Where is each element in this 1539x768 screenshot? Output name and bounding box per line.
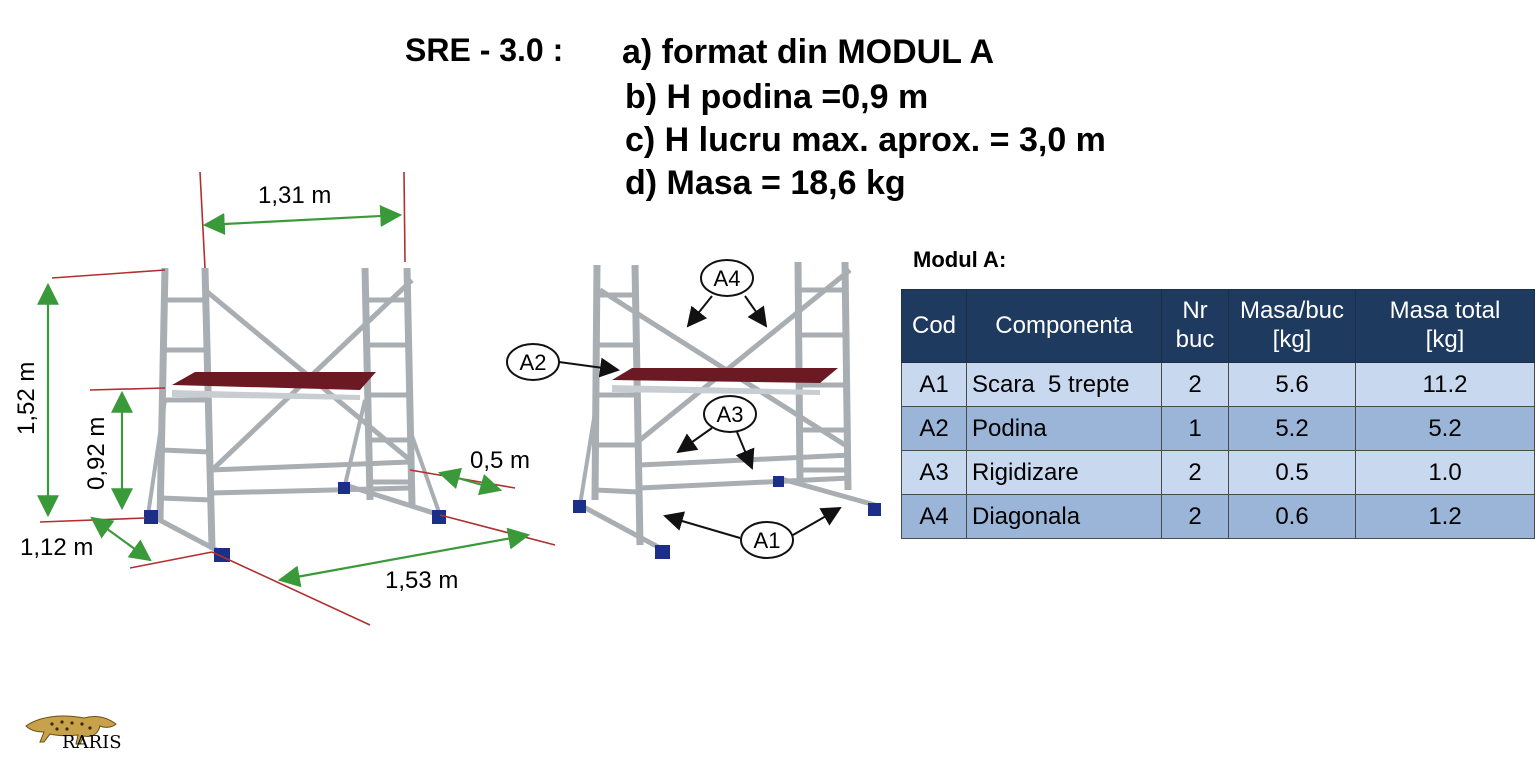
- table-row: A3 Rigidizare 2 0.5 1.0: [901, 450, 1535, 495]
- cell-nr: 2: [1161, 362, 1229, 407]
- platform-left: [172, 372, 376, 390]
- cell-masa-buc: 0.5: [1228, 450, 1356, 495]
- header-masa-buc: Masa/buc [kg]: [1228, 289, 1356, 363]
- callout-a4: A4: [714, 266, 741, 291]
- table-row: A2 Podina 1 5.2 5.2: [901, 406, 1535, 451]
- header-cod: Cod: [901, 289, 967, 363]
- cell-cod: A2: [901, 406, 967, 451]
- modul-title: Modul A:: [913, 247, 1007, 272]
- cell-nr: 2: [1161, 494, 1229, 539]
- cell-cod: A3: [901, 450, 967, 495]
- cell-componenta: Rigidizare: [966, 450, 1162, 495]
- cell-componenta: Diagonala: [966, 494, 1162, 539]
- scaffold-left-drawing: [146, 267, 442, 556]
- platform-right: [612, 368, 838, 383]
- table-header-row: Cod Componenta Nr buc Masa/buc [kg] Masa…: [901, 289, 1535, 363]
- cell-masa-buc: 5.6: [1228, 362, 1356, 407]
- cell-cod: A4: [901, 494, 967, 539]
- scaffold-diagram: 1,31 m 1,52 m 0,92 m 0,5 m 1,12 m 1,53 m: [13, 171, 881, 626]
- cell-cod: A1: [901, 362, 967, 407]
- spec-d: d) Masa = 18,6 kg: [625, 164, 906, 202]
- scaffold-right-drawing: [578, 261, 876, 551]
- leopard-icon: [25, 715, 117, 745]
- caster-wheels-left: [144, 482, 446, 562]
- cell-masa-total: 11.2: [1355, 362, 1535, 407]
- cell-componenta: Podina: [966, 406, 1162, 451]
- header-componenta: Componenta: [966, 289, 1162, 363]
- cell-componenta: Scara 5 trepte: [966, 362, 1162, 407]
- cell-nr: 1: [1161, 406, 1229, 451]
- cell-masa-buc: 0.6: [1228, 494, 1356, 539]
- cell-masa-total: 1.0: [1355, 450, 1535, 495]
- dim-depth-left: 1,12 m: [20, 534, 93, 561]
- table-row: A1 Scara 5 trepte 2 5.6 11.2: [901, 362, 1535, 407]
- header-nr-buc: Nr buc: [1161, 289, 1229, 363]
- header-masa-total: Masa total [kg]: [1355, 289, 1535, 363]
- cell-masa-total: 5.2: [1355, 406, 1535, 451]
- modul-table: Cod Componenta Nr buc Masa/buc [kg] Masa…: [901, 289, 1535, 539]
- callout-a1: A1: [754, 528, 781, 553]
- dim-height-platform: 0,92 m: [83, 417, 110, 490]
- cell-masa-total: 1.2: [1355, 494, 1535, 539]
- table-row: A4 Diagonala 2 0.6 1.2: [901, 494, 1535, 539]
- dim-depth-right: 0,5 m: [470, 447, 530, 474]
- logo-text: RARIS: [62, 732, 122, 753]
- model-title: SRE - 3.0 :: [405, 32, 564, 68]
- dimension-arrows: [37, 205, 531, 588]
- callout-a2: A2: [520, 350, 547, 375]
- cell-nr: 2: [1161, 450, 1229, 495]
- dim-width-top: 1,31 m: [258, 182, 331, 209]
- cell-masa-buc: 5.2: [1228, 406, 1356, 451]
- caster-wheels-right: [573, 476, 881, 559]
- dim-height-total: 1,52 m: [13, 362, 40, 435]
- raris-logo: RARIS: [22, 708, 132, 763]
- spec-b: b) H podina =0,9 m: [625, 78, 929, 116]
- spec-c: c) H lucru max. aprox. = 3,0 m: [625, 121, 1106, 159]
- dim-length-bottom: 1,53 m: [385, 567, 458, 594]
- callout-markers: [506, 259, 842, 559]
- spec-a: a) format din MODUL A: [622, 33, 995, 71]
- callout-a3: A3: [717, 402, 744, 427]
